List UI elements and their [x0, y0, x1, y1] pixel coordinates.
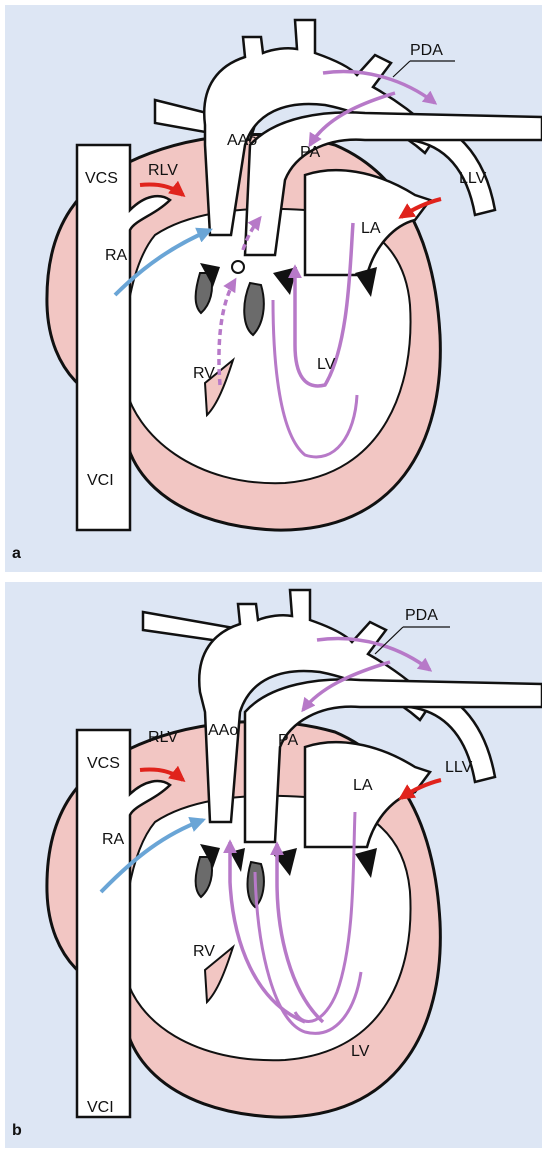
panel-letter-b: b	[12, 1122, 22, 1140]
label-la: LA	[361, 220, 381, 237]
label-vci: VCI	[87, 1099, 114, 1116]
label-ra: RA	[102, 831, 125, 848]
label-pda: PDA	[410, 42, 443, 59]
label-rv: RV	[193, 365, 215, 382]
label-lv: LV	[351, 1043, 370, 1060]
label-pa: PA	[278, 732, 298, 749]
panel-b: PDA AAo PA RLV VCS LLV LA RA RV LV VCI b	[5, 582, 542, 1148]
foramen-ovale	[232, 261, 244, 273]
label-pa: PA	[300, 144, 320, 161]
label-aao: AAo	[208, 722, 238, 739]
label-la: LA	[353, 777, 373, 794]
label-lv: LV	[317, 356, 336, 373]
heart-diagram-b: PDA AAo PA RLV VCS LLV LA RA RV LV VCI	[5, 582, 542, 1148]
label-aao: AAo	[227, 132, 257, 149]
label-llv: LLV	[459, 170, 487, 187]
label-rlv: RLV	[148, 729, 178, 746]
heart-diagram-a: PDA AAo PA RLV VCS LLV LA RA RV LV VCI	[5, 5, 542, 572]
label-vcs: VCS	[87, 755, 120, 772]
label-ra: RA	[105, 247, 128, 264]
label-rlv: RLV	[148, 162, 178, 179]
label-rv: RV	[193, 943, 215, 960]
panel-a: PDA AAo PA RLV VCS LLV LA RA RV LV VCI a	[5, 5, 542, 572]
label-llv: LLV	[445, 759, 473, 776]
label-pda: PDA	[405, 607, 438, 624]
panel-letter-a: a	[12, 545, 21, 563]
label-vci: VCI	[87, 472, 114, 489]
label-vcs: VCS	[85, 170, 118, 187]
pda-leader-line	[393, 61, 410, 77]
